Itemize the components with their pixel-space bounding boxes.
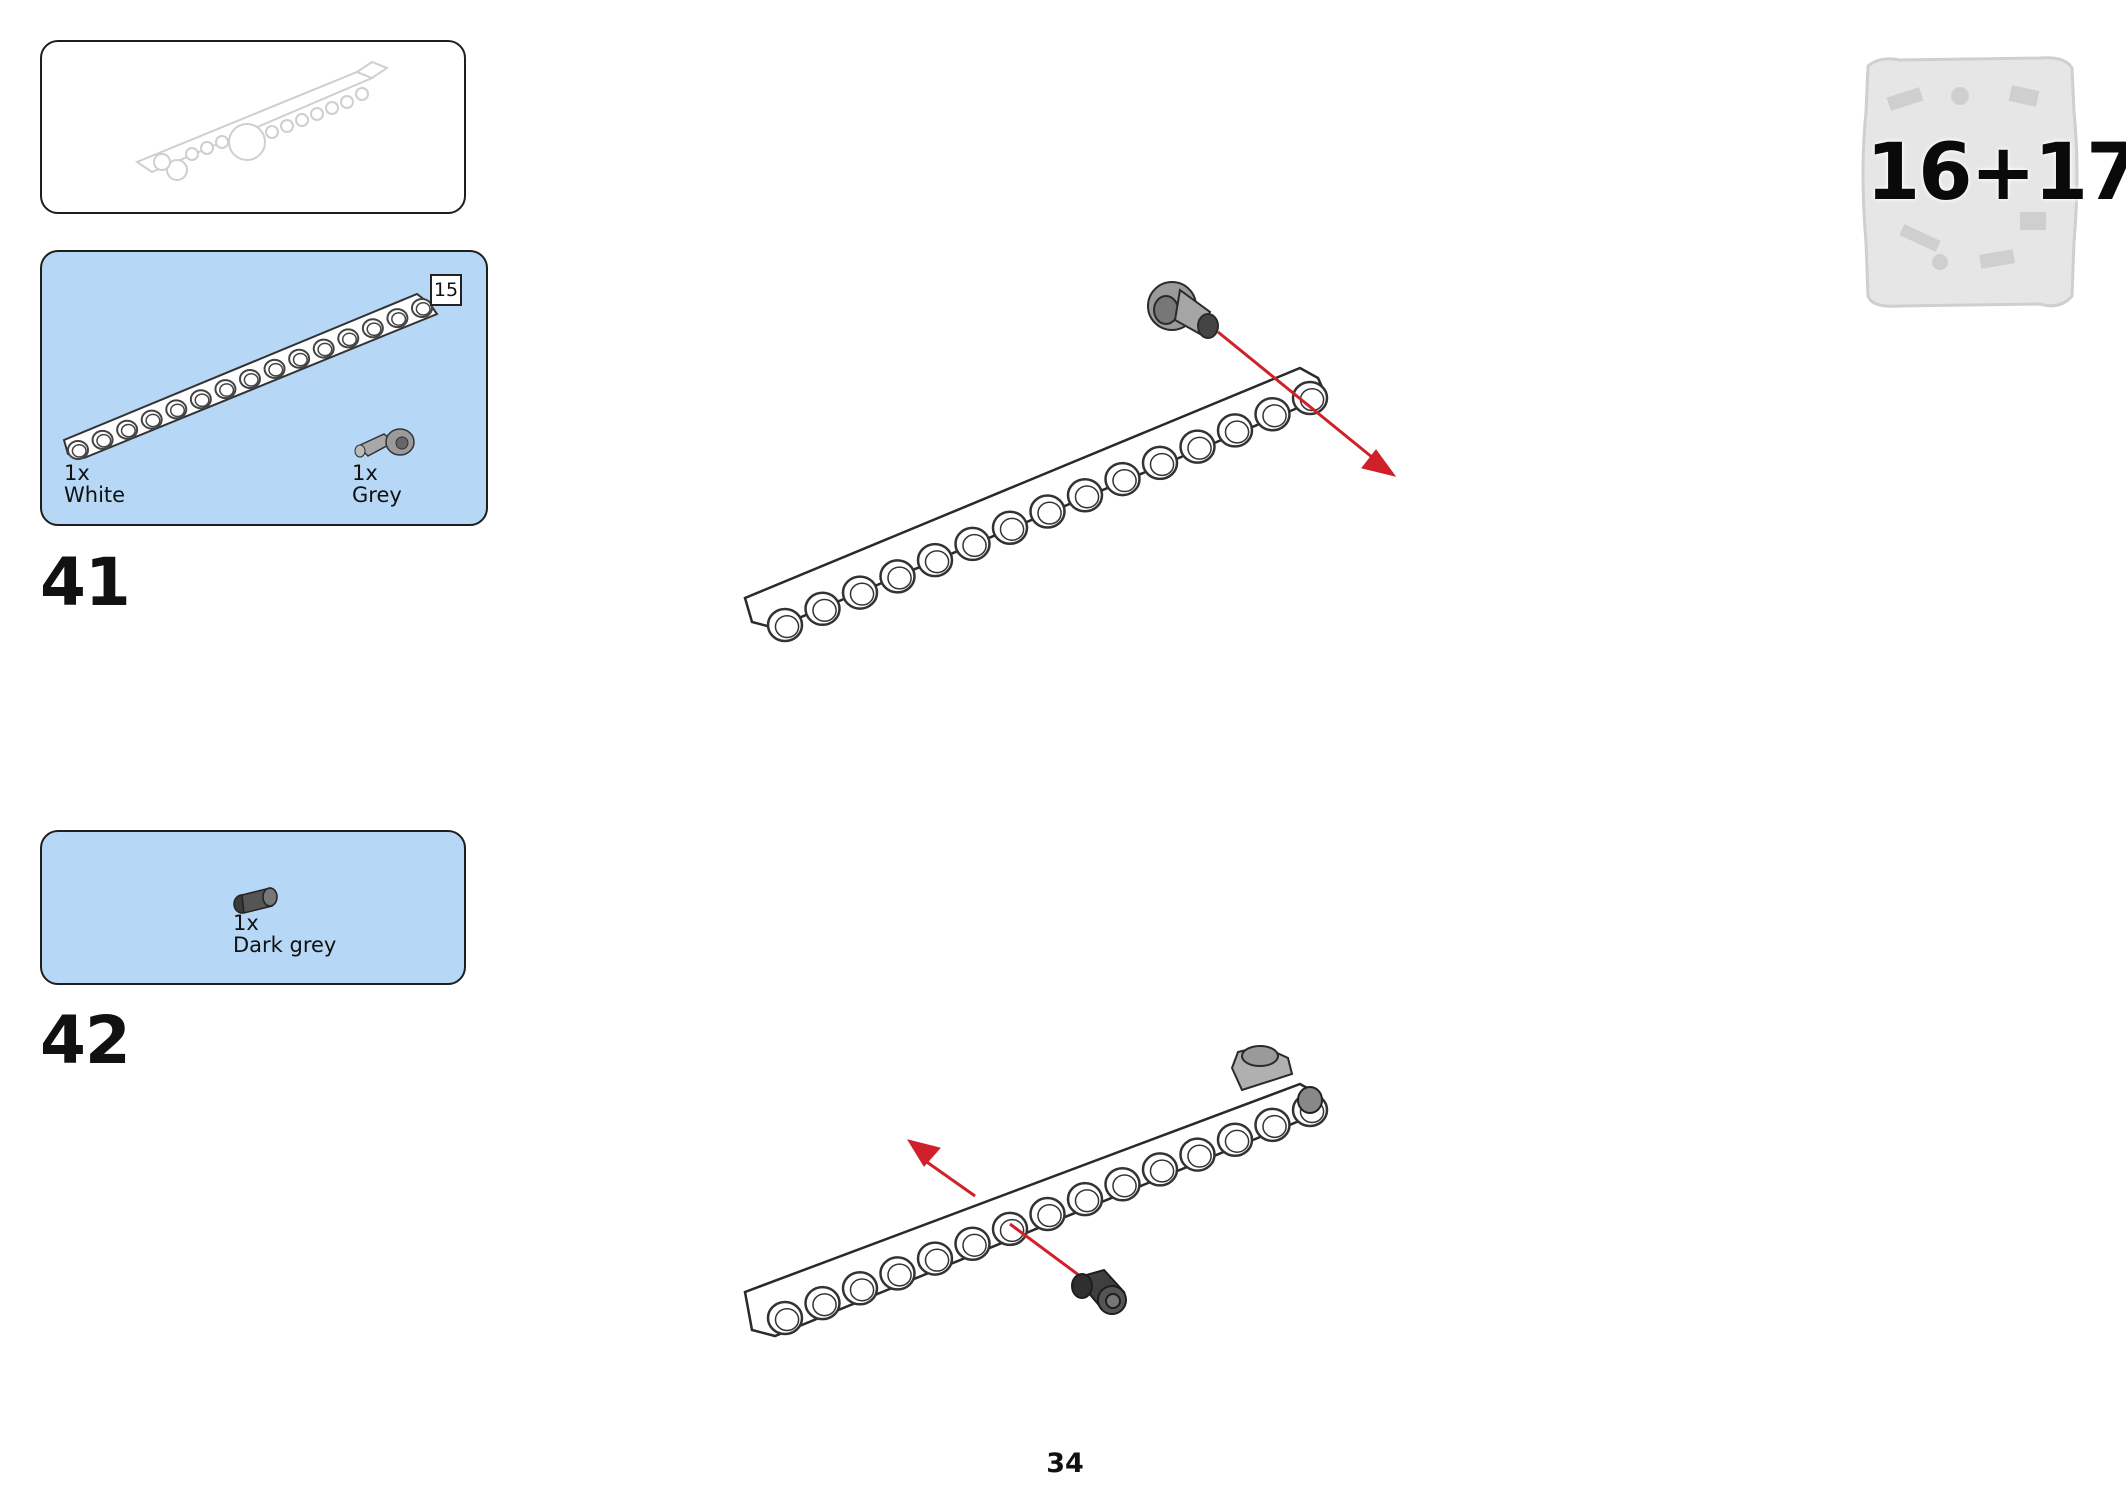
beam-hole-inner [391, 312, 407, 326]
subassembly-preview-illustration [134, 60, 390, 181]
beam-hole-inner [962, 1233, 987, 1257]
white-beam-15-icon [62, 292, 439, 460]
beam-hole-inner [243, 373, 259, 387]
beam-hole-inner [415, 302, 431, 316]
beam-hole-inner [999, 517, 1025, 541]
beam-hole-inner [812, 598, 837, 623]
beam-hole-inner [1224, 1129, 1250, 1153]
beam-hole-inner [1224, 420, 1250, 444]
part-qty: 1x [352, 461, 378, 485]
beam-hole-inner [341, 332, 358, 347]
red-direction-arrow-insert [1009, 1222, 1081, 1278]
part-label-dark-grey-pin: 1x Dark grey [233, 912, 336, 956]
part-color: White [64, 483, 126, 507]
red-direction-arrow [1217, 330, 1397, 477]
beam-hole-inner [366, 322, 382, 337]
beam-hole-inner [887, 566, 912, 590]
beam-hole-inner [194, 393, 210, 408]
beam-hole-inner [1187, 436, 1212, 460]
step-number-41: 41 [40, 544, 131, 621]
part-color: Grey [352, 483, 402, 507]
beam-hole-inner [1074, 1189, 1100, 1213]
bag-number-label: 16+17 [1866, 128, 2126, 218]
beam-hole-inner [219, 383, 235, 397]
beam-hole-inner [924, 1248, 950, 1272]
part-color: Dark grey [233, 933, 337, 957]
subassembly-preview-box [40, 40, 466, 214]
grey-connector-part [1147, 281, 1219, 339]
beam-hole-inner [1149, 1159, 1175, 1183]
step-41-parts-callout: 15 1x White 1x Grey [40, 250, 488, 526]
part-qty: 1x [233, 911, 259, 935]
beam-hole-inner [96, 433, 112, 448]
beam-hole-inner [962, 533, 987, 558]
grey-pin-connector-icon [354, 428, 415, 458]
beam-hole-inner [1112, 469, 1137, 493]
red-direction-arrow-up [906, 1139, 976, 1198]
beam-hole-inner [1262, 1114, 1287, 1139]
beam-hole-inner [924, 550, 950, 574]
beam-hole-inner [145, 413, 161, 428]
beam-hole-inner [849, 1278, 875, 1302]
beam-hole-inner [1149, 452, 1175, 477]
step-number-42: 42 [40, 1002, 131, 1079]
grey-connector-attached [1230, 1044, 1294, 1092]
beam-hole-inner [774, 614, 800, 639]
beam-hole-inner [1037, 1203, 1062, 1228]
beam-hole-inner [849, 582, 875, 606]
part-label-white-beam: 1x White [64, 462, 125, 506]
beam-hole-inner [120, 423, 136, 438]
beam-hole-inner [292, 352, 308, 367]
beam-length-badge: 15 [430, 274, 462, 306]
part-label-grey-connector: 1x Grey [352, 462, 402, 506]
beam-hole-inner [317, 342, 333, 357]
beam-hole-inner [1262, 404, 1287, 428]
dark-grey-pin-icon [233, 887, 278, 914]
beam-hole-inner [1187, 1144, 1212, 1168]
beam-hole-inner [1037, 501, 1062, 525]
parts-bag-icon [1861, 56, 2079, 308]
beam-hole-inner [774, 1307, 800, 1332]
beam-hole-inner [169, 403, 186, 418]
beam-hole-inner [71, 444, 87, 458]
page-number: 34 [1046, 1448, 1084, 1479]
beam-hole-inner [1112, 1174, 1137, 1198]
beam-hole-inner [887, 1263, 912, 1287]
beam-hole-inner [999, 1218, 1025, 1243]
beam-hole-inner [812, 1293, 837, 1317]
beam-hole-inner [1074, 485, 1100, 509]
part-qty: 1x [64, 461, 90, 485]
step-42-parts-callout: 1x Dark grey [40, 830, 466, 985]
dark-grey-pin-part [1071, 1268, 1127, 1315]
beam-hole-inner [268, 362, 284, 377]
